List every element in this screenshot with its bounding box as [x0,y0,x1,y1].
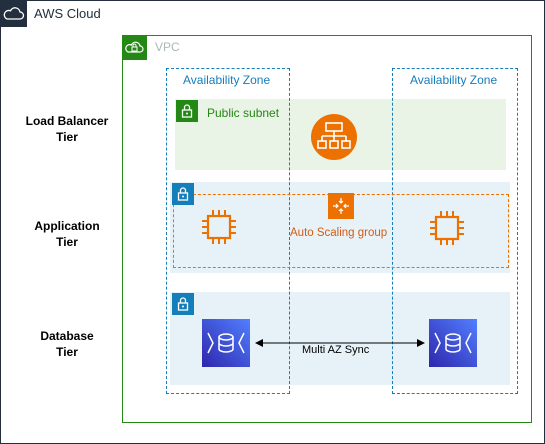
private-subnet-lock-icon [172,183,194,205]
auto-scaling-group-icon [328,193,354,219]
vpc-title: VPC [155,40,180,54]
public-subnet-lock-icon [176,100,198,122]
ec2-instance-chip-icon [427,208,467,248]
auto-scaling-group-label: Auto Scaling group [290,227,388,239]
ec2-instance-chip-icon [199,207,239,247]
private-subnet-lock-icon [172,293,194,315]
elastic-load-balancer-icon [310,113,358,161]
database-tier-label: Database Tier [12,328,122,360]
rds-database-icon [429,319,477,367]
tier-label-line: Tier [56,130,78,144]
availability-zone-right-label: Availability Zone [410,73,498,87]
availability-zone-right [392,68,518,394]
tier-label-line: Application [34,219,100,233]
vpc-cloud-lock-icon [122,35,147,60]
tier-label-line: Tier [56,235,78,249]
vpc-group [122,35,532,423]
load-balancer-tier-label: Load Balancer Tier [12,113,122,145]
application-tier-label: Application Tier [12,218,122,250]
rds-database-icon [202,319,250,367]
availability-zone-left-label: Availability Zone [183,73,271,87]
multi-az-sync-label: Multi AZ Sync [300,344,372,356]
tier-label-line: Load Balancer [25,114,109,128]
tier-label-line: Database [40,329,94,343]
aws-cloud-icon [0,0,27,27]
public-subnet-label: Public subnet [207,106,280,120]
availability-zone-left [166,68,290,394]
tier-label-line: Tier [56,345,78,359]
aws-cloud-title: AWS Cloud [34,6,101,21]
